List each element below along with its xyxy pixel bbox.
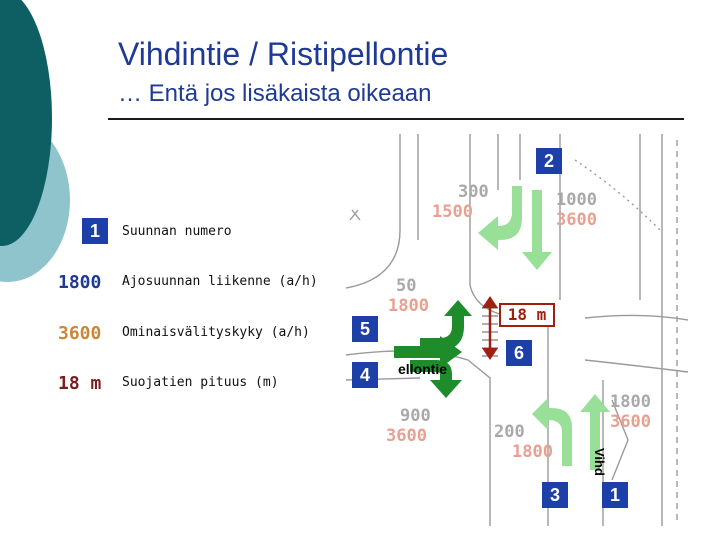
flow-capacity: 1800 bbox=[512, 442, 553, 462]
direction-6-box: 6 bbox=[506, 340, 532, 366]
arrow-eastbound-through bbox=[394, 336, 462, 368]
slide-title: Vihdintie / Ristipellontie bbox=[118, 36, 449, 72]
direction-3-box: 3 bbox=[542, 482, 568, 508]
legend-direction-key: 1 bbox=[82, 218, 108, 244]
flow-volume: 1000 bbox=[556, 190, 597, 210]
dark-teal-blob bbox=[0, 0, 52, 246]
flow-volume: 300 bbox=[458, 182, 489, 202]
arrow-southbound-right bbox=[478, 186, 522, 250]
crosswalk-length-label: 18 m bbox=[499, 303, 555, 327]
dark-arrows bbox=[394, 300, 472, 398]
direction-1-box: 1 bbox=[602, 482, 628, 508]
flow-dir4: 900 3600 bbox=[386, 406, 431, 446]
direction-4-box: 4 bbox=[352, 362, 378, 388]
street-name-label: ellontie bbox=[398, 361, 448, 377]
arrow-northbound-left bbox=[532, 398, 572, 466]
vihdintie-street-label: Vihd bbox=[592, 448, 607, 476]
flow-dir5: 50 1800 bbox=[388, 276, 429, 316]
legend-capacity-label: Ominaisvälityskyky (a/h) bbox=[122, 325, 310, 340]
direction-5-box: 5 bbox=[352, 316, 378, 342]
flow-volume: 1800 bbox=[610, 392, 651, 412]
crosswalk-length-marker bbox=[482, 296, 498, 360]
arrow-northbound-through bbox=[580, 394, 610, 470]
flow-dir1: 1800 3600 bbox=[610, 392, 651, 432]
arrow-southbound-through bbox=[522, 190, 552, 270]
flow-dir2-right: 300 1500 bbox=[432, 182, 489, 222]
flow-capacity: 3600 bbox=[610, 412, 651, 432]
legend-crosswalk-label: Suojatien pituus (m) bbox=[122, 375, 279, 390]
direction-2-box: 2 bbox=[536, 148, 562, 174]
title-divider bbox=[108, 118, 684, 120]
flow-capacity: 1500 bbox=[432, 202, 473, 222]
flow-dir3: 200 1800 bbox=[494, 422, 553, 462]
flow-capacity: 3600 bbox=[556, 210, 597, 230]
intersection-map bbox=[345, 134, 688, 526]
slide-subtitle: … Entä jos lisäkaista oikeaan bbox=[118, 80, 432, 107]
flow-dir2-through: 1000 3600 bbox=[556, 190, 597, 230]
legend-direction-label: Suunnan numero bbox=[122, 224, 232, 239]
flow-capacity: 3600 bbox=[386, 426, 427, 446]
legend-crosswalk-key: 18 m bbox=[58, 373, 102, 394]
legend-capacity-key: 3600 bbox=[58, 323, 102, 344]
arrow-eastbound-left bbox=[420, 300, 472, 350]
flow-volume: 900 bbox=[400, 406, 431, 426]
arrow-eastbound-right bbox=[410, 360, 462, 398]
light-arrows bbox=[478, 186, 610, 470]
legend-traffic-key: 1800 bbox=[58, 272, 102, 293]
legend-traffic-label: Ajosuunnan liikenne (a/h) bbox=[122, 274, 318, 289]
flow-volume: 50 bbox=[396, 276, 417, 296]
flow-volume: 200 bbox=[494, 422, 525, 442]
flow-capacity: 1800 bbox=[388, 296, 429, 316]
